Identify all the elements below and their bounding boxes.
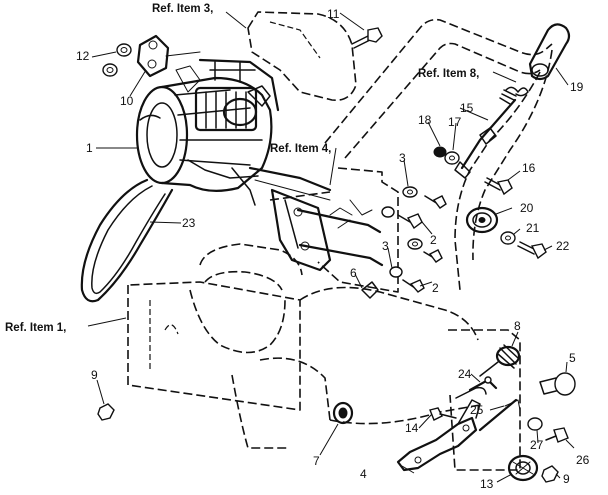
label-10: 10 bbox=[120, 94, 134, 108]
label-22: 22 bbox=[556, 239, 570, 253]
label-4: 4 bbox=[360, 467, 367, 481]
handle-tube-reference bbox=[324, 18, 553, 291]
pulley-13 bbox=[507, 454, 539, 482]
label-23: 23 bbox=[182, 216, 196, 230]
label-3b: 3 bbox=[382, 239, 389, 253]
hex-nuts-12 bbox=[102, 43, 132, 77]
label-18: 18 bbox=[418, 113, 432, 127]
engine-bracket bbox=[136, 34, 201, 78]
label-3a: 3 bbox=[399, 151, 406, 165]
label-21: 21 bbox=[526, 221, 540, 235]
frame-plate-reference bbox=[269, 167, 521, 471]
label-9b: 9 bbox=[563, 472, 570, 486]
label-1: 1 bbox=[86, 141, 93, 155]
nut-9-left bbox=[97, 403, 115, 421]
control-rod-assembly bbox=[270, 188, 384, 272]
label-8: 8 bbox=[514, 319, 521, 333]
bolt-22 bbox=[517, 241, 547, 260]
label-ref-item-8: Ref. Item 8, bbox=[418, 68, 479, 80]
bolt-16 bbox=[484, 177, 513, 196]
pulley-7 bbox=[332, 401, 354, 425]
spring-rod-15 bbox=[460, 86, 529, 170]
clip-6 bbox=[361, 281, 379, 299]
label-2a: 2 bbox=[430, 233, 437, 247]
knob-5 bbox=[539, 372, 576, 396]
label-ref-item-4: Ref. Item 4, bbox=[270, 143, 331, 155]
label-19: 19 bbox=[570, 80, 584, 94]
washer-21 bbox=[500, 231, 516, 245]
v-belt-23 bbox=[80, 178, 174, 303]
label-11: 11 bbox=[327, 7, 340, 21]
washer-27 bbox=[527, 417, 543, 431]
belt-cover-reference bbox=[247, 11, 357, 102]
label-13: 13 bbox=[480, 477, 494, 491]
label-12: 12 bbox=[76, 49, 90, 63]
label-26: 26 bbox=[576, 453, 590, 467]
bracket-4 bbox=[396, 399, 481, 472]
label-24: 24 bbox=[458, 367, 472, 381]
idler-pulley-20 bbox=[465, 206, 499, 234]
bolt-11 bbox=[351, 27, 383, 49]
label-ref-item-1: Ref. Item 1, bbox=[5, 322, 66, 334]
bolt-26 bbox=[545, 427, 569, 443]
label-2b: 2 bbox=[432, 281, 439, 295]
spring-8 bbox=[479, 344, 521, 377]
frame-housing-reference bbox=[127, 243, 481, 449]
label-ref-item-3: Ref. Item 3, bbox=[152, 3, 213, 15]
nut-9-right bbox=[541, 465, 559, 483]
label-16: 16 bbox=[522, 161, 536, 175]
label-17: 17 bbox=[448, 115, 462, 129]
link-25 bbox=[455, 386, 521, 432]
engine bbox=[135, 58, 332, 206]
washers-17-18 bbox=[433, 146, 471, 179]
label-20: 20 bbox=[520, 201, 534, 215]
callout-labels: Ref. Item 3, Ref. Item 8, Ref. Item 4, R… bbox=[5, 3, 590, 491]
label-6: 6 bbox=[350, 266, 357, 280]
label-5: 5 bbox=[569, 351, 576, 365]
label-7: 7 bbox=[313, 454, 320, 468]
bolt-14 bbox=[429, 407, 457, 421]
label-9a: 9 bbox=[91, 368, 98, 382]
label-14: 14 bbox=[405, 421, 419, 435]
leader-lines bbox=[87, 11, 575, 483]
label-27: 27 bbox=[530, 438, 544, 452]
grip-19 bbox=[528, 23, 571, 81]
label-25: 25 bbox=[470, 403, 484, 417]
pin-24 bbox=[468, 376, 498, 392]
label-15: 15 bbox=[460, 101, 474, 115]
